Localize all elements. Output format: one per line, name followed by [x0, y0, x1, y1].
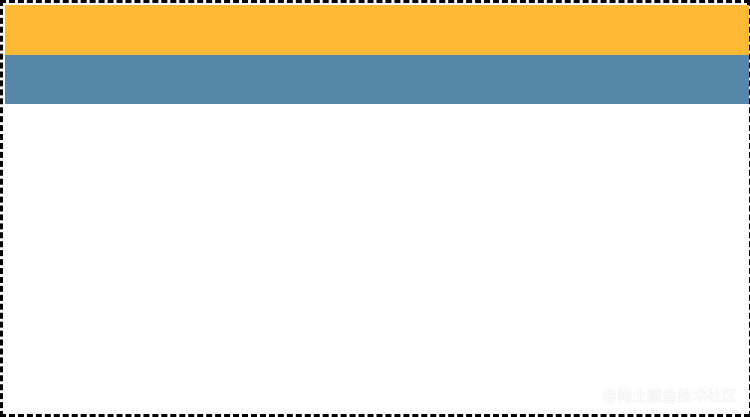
middle-blue-band	[5, 55, 749, 104]
watermark-text: @稀土掘金技术社区	[601, 387, 737, 405]
top-yellow-band	[5, 5, 749, 55]
empty-content-area	[5, 104, 749, 414]
